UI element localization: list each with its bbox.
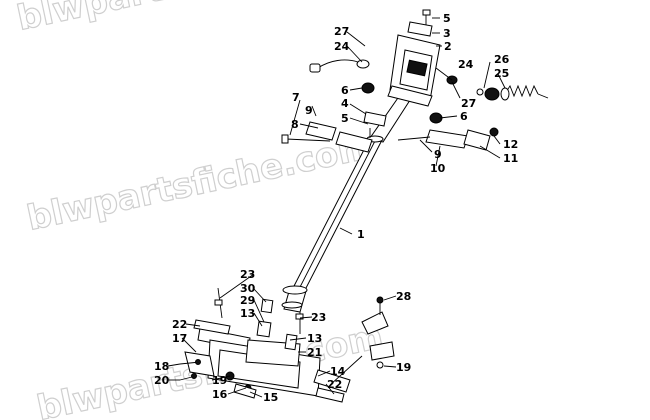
spring-assembly: [476, 84, 549, 101]
sensor-wire: [309, 59, 370, 73]
callout-19-left: 19: [212, 374, 227, 387]
callout-19-right: 19: [396, 361, 411, 374]
callout-7: 7: [292, 91, 300, 104]
watermark-text-2: blwpartsfiche.com: [24, 126, 377, 238]
callout-3: 3: [443, 27, 451, 40]
clamp-and-links: [281, 111, 499, 153]
callout-27-left: 27: [334, 25, 349, 38]
callout-24-right: 24: [458, 58, 474, 71]
callout-6-right: 6: [460, 110, 468, 123]
watermark-text-1: blwpartsfiche.com: [14, 0, 367, 39]
callout-16: 16: [212, 388, 228, 401]
callout-4: 4: [341, 97, 349, 110]
steering-post: [281, 94, 413, 313]
callout-30: 30: [240, 282, 256, 295]
callout-26: 26: [494, 53, 510, 66]
callout-13-left: 13: [240, 307, 255, 320]
callout-10: 10: [430, 162, 446, 175]
callout-numbers: 5 3 2 27 24 6 4 5 7 9 8 24 26 25 27 6 9 …: [154, 12, 518, 404]
callout-22-left: 22: [172, 318, 187, 331]
callout-5-mid: 5: [341, 112, 349, 125]
leader-lines: [167, 17, 506, 398]
callout-23-right: 23: [311, 311, 326, 324]
callout-27-right: 27: [461, 97, 476, 110]
callout-5-top: 5: [443, 12, 451, 25]
callout-12: 12: [503, 138, 518, 151]
callout-9-left: 9: [305, 104, 313, 117]
callout-14: 14: [330, 365, 346, 378]
callout-2: 2: [444, 40, 452, 53]
callout-22-right: 22: [327, 378, 342, 391]
screw-top: [422, 9, 431, 25]
callout-17: 17: [172, 332, 187, 345]
callout-24-left: 24: [334, 40, 350, 53]
callout-23-left: 23: [240, 268, 255, 281]
callout-21: 21: [307, 346, 322, 359]
callout-15: 15: [263, 391, 278, 404]
callout-6-left: 6: [341, 84, 349, 97]
callout-25: 25: [494, 67, 509, 80]
callout-18: 18: [154, 360, 169, 373]
callout-28: 28: [396, 290, 411, 303]
callout-8: 8: [291, 118, 299, 131]
callout-11: 11: [503, 152, 518, 165]
callout-9-right: 9: [434, 148, 442, 161]
handlebar-block: [387, 21, 441, 107]
bottom-bracket: [179, 287, 395, 403]
callout-13-right: 13: [307, 332, 322, 345]
callout-29: 29: [240, 294, 255, 307]
callout-20: 20: [154, 374, 170, 387]
callout-1: 1: [357, 228, 365, 241]
